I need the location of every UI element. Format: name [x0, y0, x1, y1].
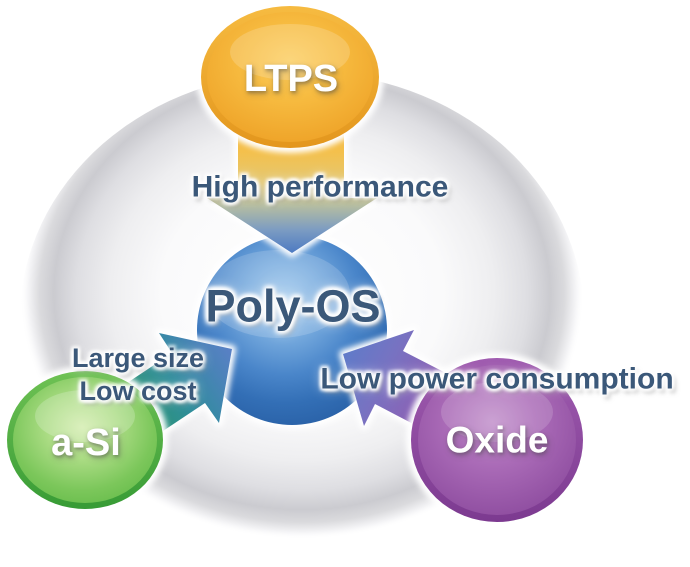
ltps-node-ellipse [207, 12, 373, 142]
asi-benefit-text: Large size Low cost [72, 342, 204, 408]
poly-os-circle [197, 235, 387, 425]
asi-benefit-line2: Low cost [79, 376, 197, 406]
asi-label: a-Si [51, 422, 121, 465]
ltps-label: LTPS [243, 58, 339, 101]
oxide-node-highlight [441, 382, 553, 442]
ltps-node-highlight [230, 24, 350, 80]
polyos-label: Poly-OS [205, 280, 381, 332]
poly-os-circle-highlight [206, 250, 350, 338]
asi-benefit-line1: Large size [71, 343, 205, 373]
asi-node-ellipse [13, 377, 157, 503]
oxide-benefit-text: Low power consumption [320, 362, 674, 396]
high-performance-text: High performance [191, 170, 449, 204]
oxide-node-ellipse [418, 365, 576, 515]
oxide-label: Oxide [445, 419, 549, 461]
asi-node-highlight [35, 390, 135, 442]
